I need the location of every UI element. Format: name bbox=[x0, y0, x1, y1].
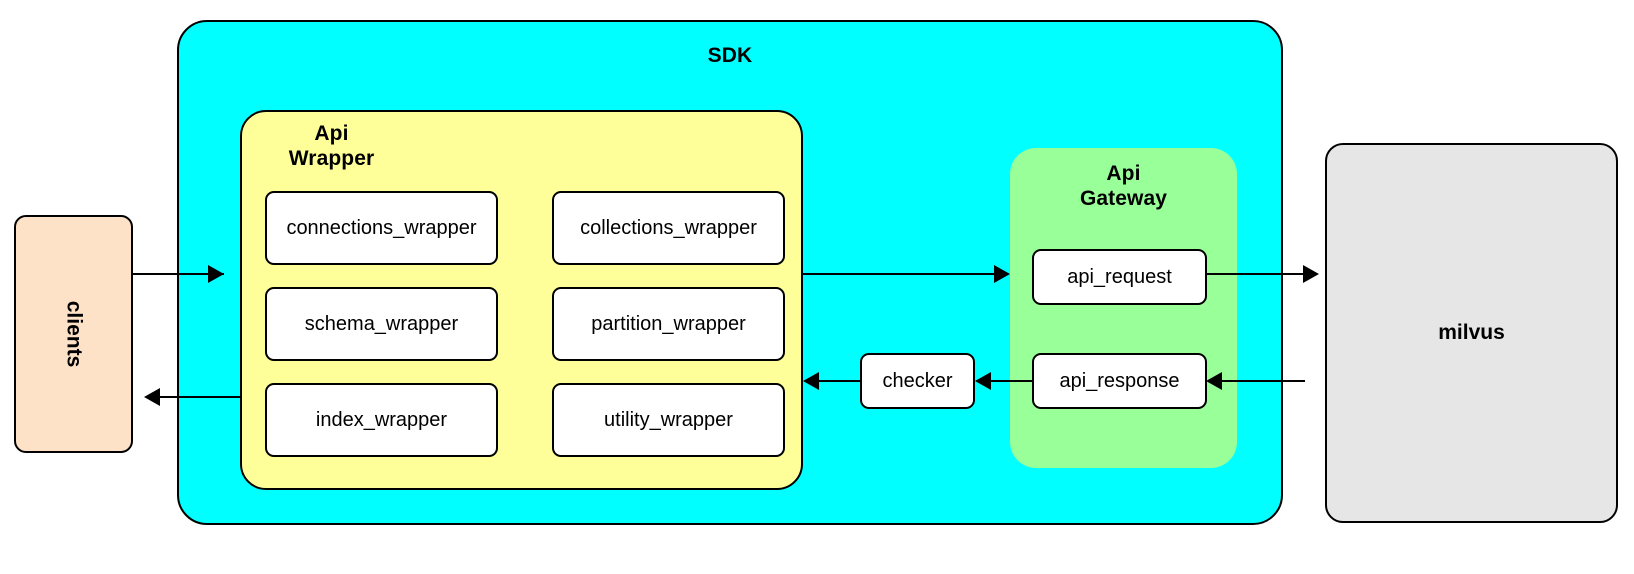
connector-sdk-to-clients bbox=[160, 396, 240, 398]
connector-request-to-milvus bbox=[1207, 273, 1315, 275]
box-connections-wrapper[interactable]: connections_wrapper bbox=[265, 191, 498, 265]
box-collections-wrapper-label: collections_wrapper bbox=[580, 216, 757, 239]
arrowhead-request-to-milvus bbox=[1303, 265, 1319, 283]
box-collections-wrapper[interactable]: collections_wrapper bbox=[552, 191, 785, 265]
node-clients[interactable]: clients bbox=[14, 215, 133, 453]
container-api-wrapper-label: Api Wrapper bbox=[288, 122, 375, 170]
box-api-response-label: api_response bbox=[1059, 369, 1180, 392]
node-milvus-label: milvus bbox=[1438, 321, 1505, 344]
connector-clients-to-sdk bbox=[133, 273, 224, 275]
arrowhead-clients-to-sdk bbox=[208, 265, 224, 283]
connector-checker-to-wrapper bbox=[819, 380, 860, 382]
box-api-request-label: api_request bbox=[1067, 265, 1172, 288]
box-connections-wrapper-label: connections_wrapper bbox=[286, 216, 477, 239]
arrowhead-milvus-to-response bbox=[1206, 372, 1222, 390]
connector-wrapper-to-gateway bbox=[803, 273, 1006, 275]
box-checker[interactable]: checker bbox=[860, 353, 975, 409]
box-api-request[interactable]: api_request bbox=[1032, 249, 1207, 305]
box-utility-wrapper[interactable]: utility_wrapper bbox=[552, 383, 785, 457]
arrowhead-response-to-checker bbox=[975, 372, 991, 390]
arrowhead-checker-to-wrapper bbox=[803, 372, 819, 390]
box-index-wrapper-label: index_wrapper bbox=[315, 408, 448, 431]
box-utility-wrapper-label: utility_wrapper bbox=[604, 408, 733, 431]
container-api-gateway[interactable]: Api Gateway bbox=[1010, 148, 1237, 468]
node-clients-label: clients bbox=[62, 300, 86, 368]
container-sdk-label: SDK bbox=[707, 44, 753, 67]
box-partition-wrapper[interactable]: partition_wrapper bbox=[552, 287, 785, 361]
node-milvus[interactable]: milvus bbox=[1325, 143, 1618, 523]
container-api-gateway-label: Api Gateway bbox=[1079, 162, 1168, 210]
box-api-response[interactable]: api_response bbox=[1032, 353, 1207, 409]
box-index-wrapper[interactable]: index_wrapper bbox=[265, 383, 498, 457]
connector-milvus-to-response bbox=[1222, 380, 1305, 382]
arrowhead-wrapper-to-gateway bbox=[994, 265, 1010, 283]
box-checker-label: checker bbox=[882, 369, 953, 392]
box-schema-wrapper-label: schema_wrapper bbox=[304, 312, 459, 335]
arrowhead-sdk-to-clients bbox=[144, 388, 160, 406]
box-schema-wrapper[interactable]: schema_wrapper bbox=[265, 287, 498, 361]
box-partition-wrapper-label: partition_wrapper bbox=[591, 312, 746, 335]
connector-response-to-checker bbox=[991, 380, 1032, 382]
